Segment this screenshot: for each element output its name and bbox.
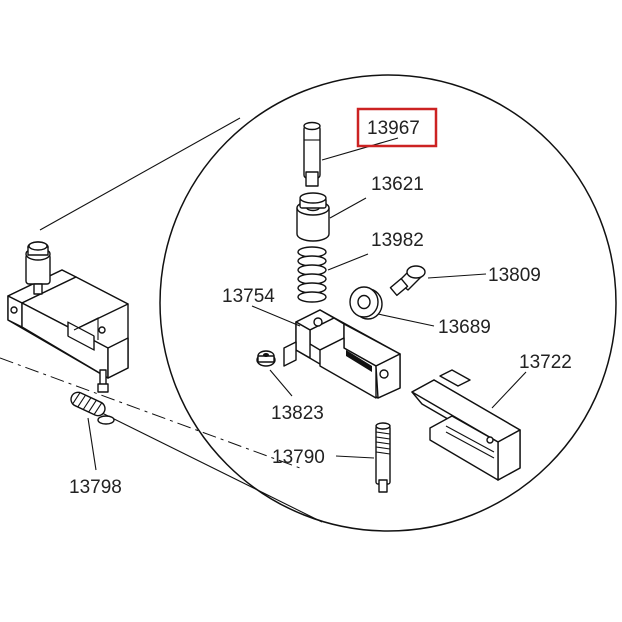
part-13790-threaded-pin <box>375 422 391 493</box>
leader-13967 <box>321 137 399 161</box>
part-13722-plate <box>411 369 521 481</box>
leader-13689 <box>377 313 435 327</box>
label-13621[interactable]: 13621 <box>371 174 424 195</box>
assembly-axis-line <box>0 357 301 469</box>
part-13754-body <box>283 309 401 399</box>
part-13689-roller <box>349 286 383 320</box>
part-13982-spring <box>297 246 327 303</box>
leader-13809 <box>427 273 487 279</box>
label-13809[interactable]: 13809 <box>488 265 541 286</box>
label-13689[interactable]: 13689 <box>438 317 491 338</box>
overview-assembly <box>7 241 129 425</box>
label-13798[interactable]: 13798 <box>69 477 122 498</box>
magnifier-connector-top <box>39 117 241 231</box>
label-13722[interactable]: 13722 <box>519 352 572 373</box>
leader-13621 <box>329 197 367 219</box>
highlight-box-13967 <box>356 107 438 148</box>
magnifier-connector-bottom <box>95 409 323 523</box>
label-13790[interactable]: 13790 <box>272 447 325 468</box>
detail-magnifier-circle <box>159 74 617 532</box>
leader-13823 <box>269 369 293 397</box>
label-13754[interactable]: 13754 <box>222 286 275 307</box>
leader-13798 <box>87 417 97 471</box>
leader-13722 <box>491 371 527 409</box>
leader-13982 <box>327 253 369 271</box>
leader-13754 <box>251 305 301 327</box>
label-13982[interactable]: 13982 <box>371 230 424 251</box>
leader-13790 <box>335 455 375 459</box>
part-13809-screw <box>389 265 426 297</box>
part-13967-pin <box>303 121 321 187</box>
part-13621-bushing <box>296 192 330 242</box>
part-13823-set-screw <box>256 350 276 367</box>
label-13823[interactable]: 13823 <box>271 403 324 424</box>
label-13967[interactable]: 13967 <box>367 118 420 139</box>
